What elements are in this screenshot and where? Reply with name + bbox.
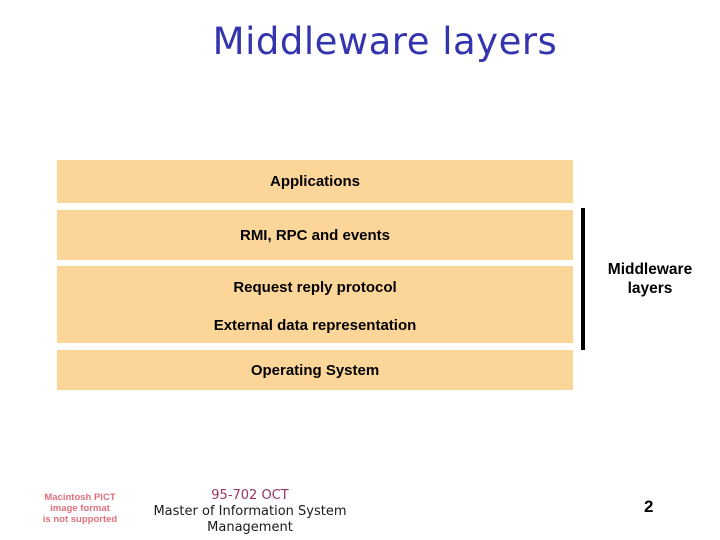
slide-page-number: 2 [644,497,654,516]
layer-box-request-reply-label: Request reply protocol [233,279,397,296]
pict-placeholder-warning: Macintosh PICT image format is not suppo… [26,492,134,525]
pict-placeholder-warning-line2: image format [50,503,110,514]
layer-box-applications-label: Applications [269,173,360,190]
footer-course-name-line1: Master of Information System [153,504,347,519]
layer-box-applications: Applications [57,160,573,203]
middleware-bracket-label-line2: layers [627,280,673,297]
slide-title: Middleware layers [212,20,558,63]
footer-course-name-line2: Management [207,520,293,535]
layer-box-rmi-rpc-events: RMI, RPC and events [57,210,573,260]
footer-course-code: 95-702 OCT [211,488,289,503]
layer-box-external-data-label: External data representation [213,317,417,334]
layer-box-request-reply-external-data: Request reply protocol External data rep… [57,266,573,343]
pict-placeholder-warning-line1: Macintosh PICT [44,492,116,503]
middleware-bracket-label: Middleware layers [597,260,703,298]
footer-course-block: 95-702 OCT Master of Information System … [130,488,370,536]
layer-box-operating-system-label: Operating System [250,361,380,379]
pict-placeholder-warning-line3: is not supported [42,514,118,525]
middleware-bracket-line [581,208,585,350]
layer-box-rmi-rpc-events-label: RMI, RPC and events [239,226,391,244]
middleware-bracket-label-line1: Middleware [607,261,693,278]
layer-box-operating-system: Operating System [57,350,573,390]
